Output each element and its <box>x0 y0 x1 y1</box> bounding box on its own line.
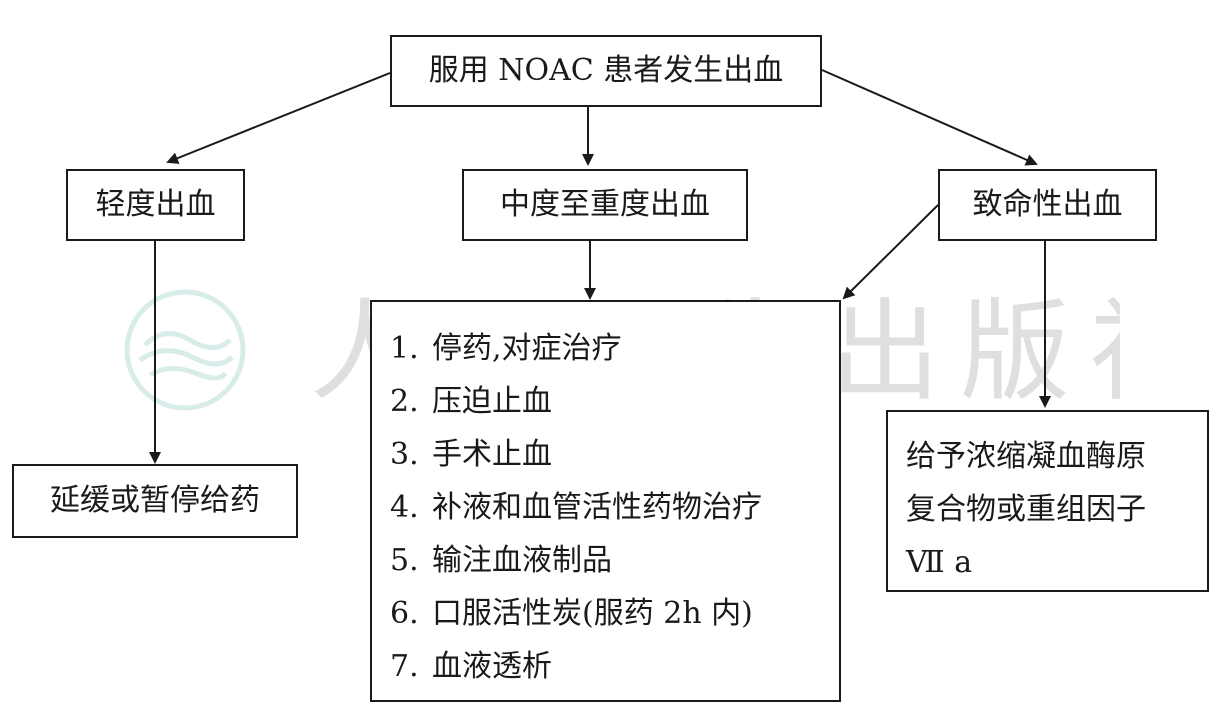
fatal-action-node: 给予浓缩凝血酶原 复合物或重组因子 Ⅶ a <box>886 410 1209 592</box>
list-item-text: 补液和血管活性药物治疗 <box>432 490 762 525</box>
arrow-fatal-to-treatments <box>842 204 939 300</box>
moderate-bleeding-node: 中度至重度出血 <box>462 169 748 241</box>
fatal-action-line: Ⅶ a <box>906 545 973 580</box>
list-item: 4. 补液和血管活性药物治疗 <box>390 481 839 534</box>
mild-bleeding-node: 轻度出血 <box>66 169 245 241</box>
fatal-bleeding-node: 致命性出血 <box>938 169 1157 241</box>
mild-action-node: 延缓或暂停给药 <box>12 464 298 538</box>
mild-bleeding-label: 轻度出血 <box>95 187 216 222</box>
fatal-bleeding-label: 致命性出血 <box>972 187 1123 222</box>
list-item-number: 1. <box>390 331 419 366</box>
list-item-number: 6. <box>390 596 419 631</box>
mild-action-label: 延缓或暂停给药 <box>50 483 260 518</box>
list-item-number: 5. <box>390 543 419 578</box>
list-item-number: 3. <box>390 437 419 472</box>
list-item-text: 输注血液制品 <box>432 543 612 578</box>
list-item-text: 口服活性炭(服药 2h 内) <box>432 596 753 631</box>
list-item-text: 手术止血 <box>432 437 552 472</box>
arrow-root-to-fatal <box>821 69 1038 166</box>
list-item-text: 压迫止血 <box>432 384 552 419</box>
list-item: 1. 停药,对症治疗 <box>390 322 839 375</box>
fatal-action-line: 给予浓缩凝血酶原 <box>906 439 1146 474</box>
list-item: 3. 手术止血 <box>390 428 839 481</box>
list-item-text: 停药,对症治疗 <box>432 331 622 366</box>
root-node: 服用 NOAC 患者发生出血 <box>390 35 822 107</box>
list-item-number: 4. <box>390 490 419 525</box>
list-item: 5. 输注血液制品 <box>390 534 839 587</box>
list-item-number: 2. <box>390 384 419 419</box>
list-item: 6. 口服活性炭(服药 2h 内) <box>390 587 839 640</box>
fatal-action-line: 复合物或重组因子 <box>906 492 1146 527</box>
list-item: 2. 压迫止血 <box>390 375 839 428</box>
moderate-bleeding-label: 中度至重度出血 <box>500 187 710 222</box>
root-label: 服用 NOAC 患者发生出血 <box>428 53 784 88</box>
list-item-number: 7. <box>390 649 419 684</box>
treatment-list-node: 1. 停药,对症治疗 2. 压迫止血 3. 手术止血 4. 补液和血管活性药物治… <box>370 300 841 702</box>
list-item: 7. 血液透析 <box>390 640 839 693</box>
arrow-root-to-mild <box>166 72 391 164</box>
list-item-text: 血液透析 <box>432 649 552 684</box>
